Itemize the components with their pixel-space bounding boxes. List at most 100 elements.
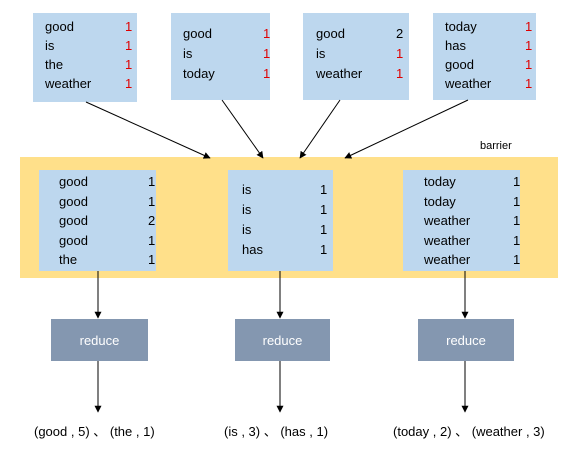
map-row: is 1 bbox=[183, 46, 275, 62]
partition-key: good bbox=[59, 193, 88, 209]
map-row: the 1 bbox=[45, 57, 137, 73]
map-to-barrier-arrow bbox=[221, 99, 264, 159]
map-key: weather bbox=[316, 66, 363, 81]
partition-key: good bbox=[59, 174, 88, 189]
partition-key: weather bbox=[424, 252, 471, 267]
map-row: is 1 bbox=[316, 46, 408, 62]
map-row: good 2 bbox=[316, 26, 408, 42]
partition-key: the bbox=[59, 252, 78, 267]
partition-key: is bbox=[242, 182, 252, 197]
map-count: 1 bbox=[263, 66, 271, 81]
partition-key: today bbox=[424, 193, 456, 209]
map-count: 2 bbox=[396, 26, 404, 41]
partition-count: 1 bbox=[513, 252, 521, 267]
map-row: has 1 bbox=[445, 38, 537, 54]
map-key: weather bbox=[45, 76, 92, 91]
partition-row: has 1 bbox=[242, 242, 332, 258]
partition-key: weather bbox=[424, 232, 471, 248]
map-count: 1 bbox=[125, 76, 133, 91]
partition-count: 1 bbox=[513, 193, 521, 209]
partition-count: 1 bbox=[320, 242, 328, 257]
map-count: 1 bbox=[396, 66, 404, 81]
reduce-result: (today , 2) 、 (weather , 3) bbox=[393, 424, 545, 439]
map-count: 1 bbox=[263, 26, 271, 41]
partition-row: good 2 bbox=[59, 213, 160, 229]
reduce-box: reduce bbox=[418, 319, 514, 361]
map-key: good bbox=[183, 26, 212, 41]
map-to-barrier-arrow bbox=[299, 99, 341, 159]
map-key: good bbox=[316, 26, 345, 41]
reduce-box: reduce bbox=[51, 319, 148, 361]
map-key: is bbox=[316, 46, 326, 61]
map-key: is bbox=[183, 46, 193, 61]
partition-count: 1 bbox=[320, 202, 328, 217]
reduce-label: reduce bbox=[262, 332, 303, 348]
reduce-result: (is , 3) 、 (has , 1) bbox=[224, 424, 329, 439]
map-key: weather bbox=[445, 76, 492, 91]
reduce-box: reduce bbox=[235, 319, 330, 361]
partition-count: 1 bbox=[513, 232, 521, 248]
map-count: 1 bbox=[525, 57, 533, 72]
map-key: is bbox=[45, 38, 55, 53]
reduce-label: reduce bbox=[446, 332, 486, 348]
map-count: 1 bbox=[263, 46, 271, 61]
partition-row: is 1 bbox=[242, 202, 332, 218]
map-row: today 1 bbox=[183, 66, 275, 82]
partition-row: weather 1 bbox=[424, 233, 525, 249]
partition-key: is bbox=[242, 202, 252, 217]
map-key: has bbox=[445, 38, 466, 53]
map-to-barrier-arrow bbox=[344, 99, 469, 159]
partition-row: weather 1 bbox=[424, 213, 525, 229]
partition-box: good 1 good 1 good 2 good 1 the 1 bbox=[39, 170, 156, 271]
partition-count: 1 bbox=[148, 232, 156, 248]
partition-row: good 1 bbox=[59, 174, 160, 190]
barrier-label: barrier bbox=[480, 140, 512, 152]
partition-key: good bbox=[59, 232, 88, 248]
map-to-barrier-arrow bbox=[85, 101, 211, 159]
map-count: 1 bbox=[525, 19, 533, 34]
map-output-box: good 2 is 1 weather 1 bbox=[303, 13, 409, 100]
map-row: is 1 bbox=[45, 38, 137, 54]
partition-key: has bbox=[242, 242, 263, 257]
map-row: weather 1 bbox=[45, 76, 137, 92]
reduce-label: reduce bbox=[79, 332, 120, 348]
partition-count: 1 bbox=[148, 252, 156, 267]
partition-row: the 1 bbox=[59, 252, 160, 268]
map-row: good 1 bbox=[183, 26, 275, 42]
map-count: 1 bbox=[125, 19, 133, 34]
partition-count: 1 bbox=[320, 222, 328, 237]
partition-count: 1 bbox=[148, 193, 156, 209]
map-key: today bbox=[183, 66, 215, 81]
partition-row: today 1 bbox=[424, 194, 525, 210]
map-count: 1 bbox=[525, 38, 533, 53]
partition-count: 1 bbox=[513, 174, 521, 189]
partition-row: weather 1 bbox=[424, 252, 525, 268]
partition-count: 1 bbox=[513, 213, 521, 228]
map-key: the bbox=[45, 57, 64, 72]
map-key: good bbox=[445, 57, 474, 72]
partition-count: 2 bbox=[148, 213, 156, 228]
map-count: 1 bbox=[125, 57, 133, 72]
map-row: today 1 bbox=[445, 19, 537, 35]
map-output-box: good 1 is 1 today 1 bbox=[171, 13, 270, 100]
partition-row: is 1 bbox=[242, 182, 332, 198]
map-count: 1 bbox=[396, 46, 404, 61]
map-row: weather 1 bbox=[316, 66, 408, 82]
map-key: today bbox=[445, 19, 477, 34]
map-count: 1 bbox=[125, 38, 133, 53]
partition-count: 1 bbox=[320, 182, 328, 197]
reduce-result: (good , 5) 、 (the , 1) bbox=[34, 424, 155, 439]
partition-row: good 1 bbox=[59, 194, 160, 210]
map-row: good 1 bbox=[445, 57, 537, 73]
partition-key: good bbox=[59, 213, 88, 228]
partition-count: 1 bbox=[148, 174, 156, 189]
partition-key: weather bbox=[424, 213, 471, 228]
